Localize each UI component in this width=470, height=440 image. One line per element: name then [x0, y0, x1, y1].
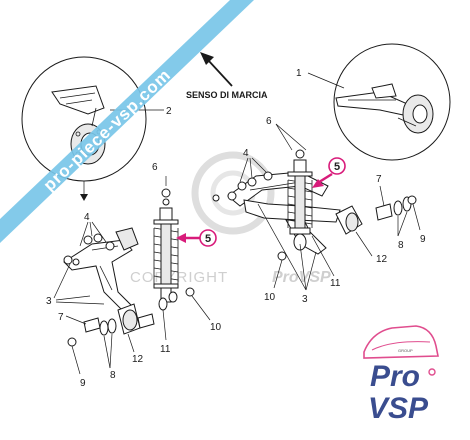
part-label-1: 1	[296, 68, 302, 79]
part-label-6-right: 6	[266, 116, 272, 127]
part-label-2: 2	[166, 106, 172, 117]
part-label-12-left: 12	[132, 354, 144, 365]
part-label-3-left: 3	[46, 296, 52, 307]
part-label-9-right: 9	[420, 234, 426, 245]
callout-5-right: 5	[334, 161, 340, 173]
part-label-10-left: 10	[210, 322, 222, 333]
part-label-8-left: 8	[110, 370, 116, 381]
detail-circle-right: 1	[296, 43, 451, 161]
part-label-3-right: 3	[302, 294, 308, 305]
left-shock-absorber: 6 5 11 10	[152, 162, 222, 355]
part-label-4-left: 4	[84, 212, 90, 223]
part-label-12-right: 12	[376, 254, 388, 265]
logo-group-text: GROUP	[398, 348, 413, 353]
part-label-11-left: 11	[160, 344, 171, 355]
callout-5-left: 5	[205, 233, 211, 245]
right-suspension-assembly: 6 4 5 7 8 9 12 11	[212, 116, 426, 305]
part-label-10-right: 10	[264, 292, 276, 303]
part-label-6-left: 6	[152, 162, 158, 173]
direction-label: SENSO DI MARCIA	[186, 90, 268, 100]
part-label-7-left: 7	[58, 312, 64, 323]
part-label-4-right: 4	[243, 148, 249, 159]
copyright-text: COPYRIGHT	[130, 269, 228, 286]
provsp-logo: GROUP Pro VSP	[363, 325, 439, 425]
part-label-9-left: 9	[80, 378, 86, 389]
part-label-8-right: 8	[398, 240, 404, 251]
part-label-11-right: 11	[330, 278, 341, 289]
copyright-brand: ProVSP	[272, 269, 331, 286]
logo-vsp: VSP	[368, 392, 429, 425]
left-suspension-assembly: 4 3 7 8 9 12	[46, 212, 155, 389]
logo-pro: Pro	[370, 360, 420, 393]
part-label-7-right: 7	[376, 174, 382, 185]
direction-indicator: SENSO DI MARCIA	[186, 52, 268, 100]
